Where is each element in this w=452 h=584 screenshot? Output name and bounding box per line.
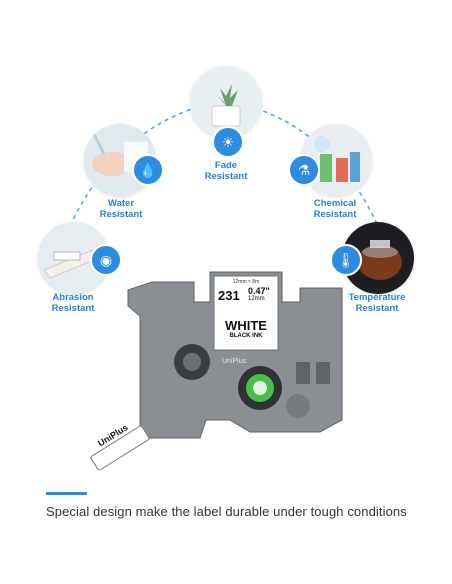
succulent-plant-photo	[190, 66, 262, 138]
sun-icon: ☀	[212, 126, 244, 158]
flask-icon: ⚗	[288, 154, 320, 186]
cassette-brand: UniPlus	[222, 358, 247, 365]
cassette-code: 231	[218, 288, 240, 303]
tape-roll-icon: ◉	[90, 244, 122, 276]
cassette-ink: BLACK INK	[229, 333, 263, 339]
cassette-size-inch: 0.47"	[248, 286, 270, 296]
cassette-size-mm: 12mm	[248, 296, 265, 302]
cassette-small-line: 12mm × 8m	[232, 279, 260, 285]
water-drop-icon: 💧	[132, 154, 164, 186]
thermometer-icon: 🌡	[330, 244, 362, 276]
caption-text: Special design make the label durable un…	[46, 504, 407, 519]
caption-accent-line	[46, 492, 87, 495]
cassette-color-name: WHITE	[225, 318, 267, 333]
